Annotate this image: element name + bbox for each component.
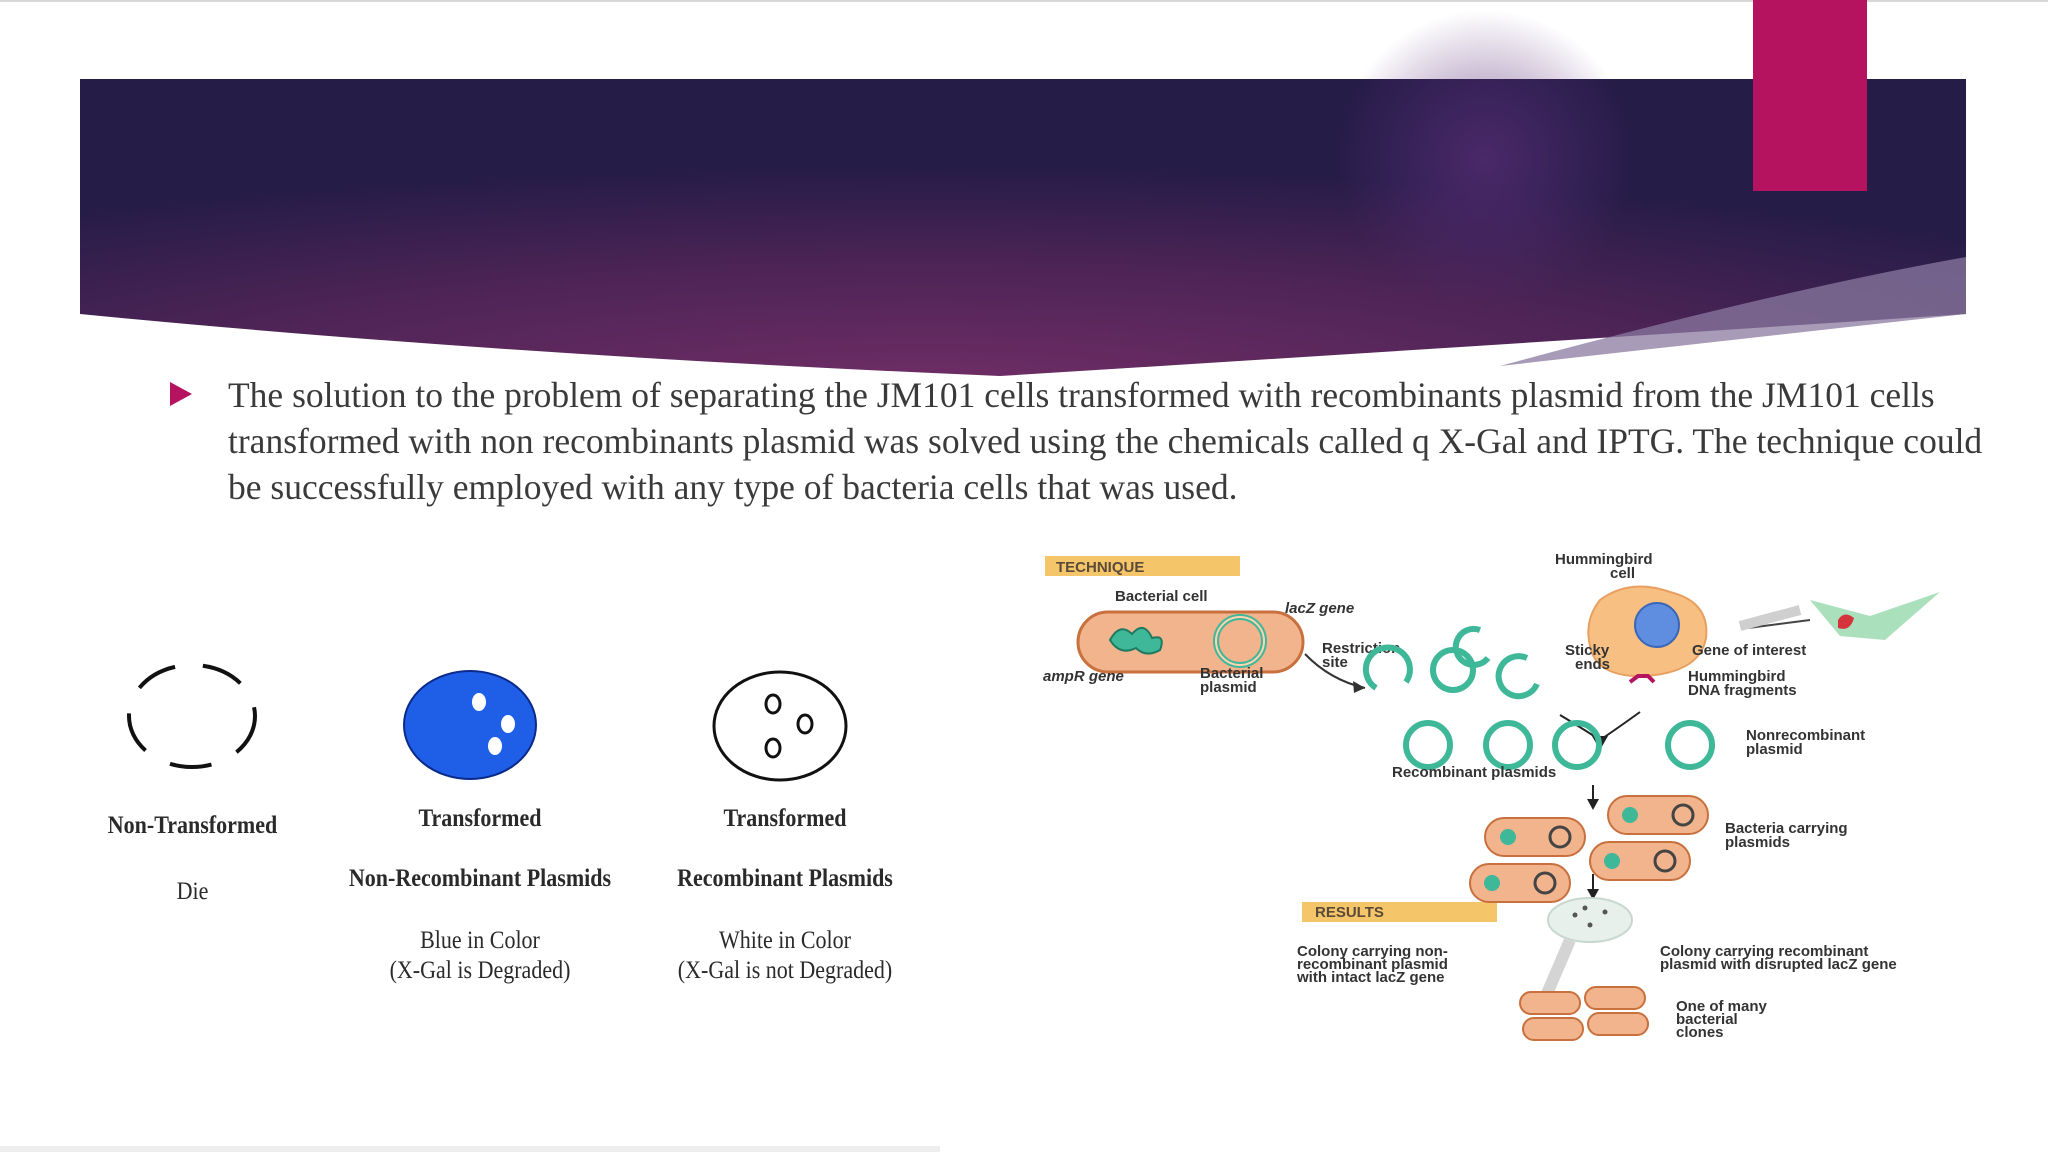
accent-tab	[1753, 0, 1867, 191]
legend-title: Transformed	[418, 805, 542, 832]
hb-dna-label-2: DNA fragments	[1688, 682, 1797, 699]
clones-label-2: bacterial	[1676, 1011, 1738, 1028]
recombinant-plasmid-icon	[1483, 720, 1533, 770]
recombinant-plasmid-icon	[1552, 720, 1602, 770]
bullet-arrow-icon	[170, 382, 192, 406]
technique-tag-bg	[1045, 556, 1240, 576]
clones-label-1: One of many	[1676, 998, 1768, 1015]
cut-plasmid-icon	[1362, 644, 1413, 691]
colony-rec-label-1: Colony carrying recombinant	[1660, 943, 1868, 960]
bacterial-plasmid-label-1: Bacterial	[1200, 665, 1263, 682]
technique-tag: TECHNIQUE	[1056, 559, 1144, 576]
blue-colony-spot	[501, 715, 515, 733]
cut-plasmid-icon	[1495, 653, 1540, 700]
clone-icon	[1522, 1017, 1584, 1041]
nonrecombinant-label-2: plasmid	[1746, 741, 1803, 758]
legend-non-transformed: Non-Transformed Die	[80, 812, 305, 906]
legend-title: Transformed	[723, 805, 847, 832]
colony-non-label-1: Colony carrying non-	[1297, 943, 1448, 960]
white-colony-spot	[764, 737, 782, 759]
bacterial-dna-icon	[1108, 627, 1163, 655]
recombinant-plasmids-label: Recombinant plasmids	[1392, 764, 1556, 781]
legend-non-recombinant: Transformed Non-Recombinant Plasmids Blu…	[330, 805, 630, 985]
legend-color-line: White in Color	[719, 927, 851, 954]
blue-colony-spot	[472, 693, 486, 711]
hummingbird-icon	[1810, 592, 1940, 640]
legend-note-line: (X-Gal is Degraded)	[389, 957, 571, 984]
blue-colony-spot	[488, 737, 502, 755]
legend-result: Die	[176, 878, 209, 905]
lacz-gene-label: lacZ gene	[1285, 600, 1354, 617]
legend-note-line: (X-Gal is not Degraded)	[677, 957, 893, 984]
clone-icon	[1519, 991, 1581, 1015]
white-colony-icon	[712, 670, 848, 782]
petri-dish-icon	[1547, 897, 1633, 943]
colony-rec-label-2: plasmid with disrupted lacZ gene	[1660, 956, 1897, 973]
bacterial-cell-label: Bacterial cell	[1115, 588, 1208, 605]
legend-color-line: Blue in Color	[420, 927, 540, 954]
legend-recombinant: Transformed Recombinant Plasmids White i…	[630, 805, 940, 985]
blue-colony-icon	[403, 670, 537, 780]
top-border	[0, 0, 2048, 2]
title-banner	[80, 0, 1966, 376]
recombinant-plasmid-icon	[1403, 720, 1453, 770]
nonrecombinant-plasmid-icon	[1665, 720, 1715, 770]
clone-icon	[1587, 1012, 1649, 1036]
hb-dna-label-1: Hummingbird	[1688, 668, 1786, 685]
sticky-ends-label-2: ends	[1575, 656, 1610, 673]
white-colony-spot	[764, 693, 782, 715]
dashed-colony-icon	[127, 663, 257, 769]
nonrecombinant-label-1: Nonrecombinant	[1746, 727, 1865, 744]
legend-subtitle: Non-Recombinant Plasmids	[348, 865, 612, 892]
bullet-text: The solution to the problem of separatin…	[228, 375, 1983, 507]
clone-icon	[1584, 986, 1646, 1010]
cloning-technique-figure: TECHNIQUE RESULTS Bacterial cell lacZ ge…	[1043, 551, 1940, 1041]
sticky-ends-label-1: Sticky	[1565, 642, 1610, 659]
clones-label-3: clones	[1676, 1024, 1724, 1041]
hummingbird-nucleus-icon	[1634, 602, 1680, 648]
ampr-gene-label: ampR gene	[1043, 668, 1124, 685]
cut-plasmid-icon	[1430, 647, 1476, 693]
colony-non-label-2: recombinant plasmid	[1297, 956, 1448, 973]
hummingbird-cell-label-1: Hummingbird	[1555, 551, 1653, 568]
legend-title: Non-Transformed	[107, 812, 278, 839]
results-tag-bg	[1302, 902, 1497, 922]
arrow-icon	[1738, 605, 1802, 631]
hummingbird-cell-label-2: cell	[1610, 565, 1635, 582]
bacterial-plasmid-label-2: plasmid	[1200, 679, 1257, 696]
bacterial-cell-icon	[1076, 610, 1305, 674]
legend-subtitle: Recombinant Plasmids	[677, 865, 893, 892]
white-colony-spot	[796, 713, 814, 735]
results-tag: RESULTS	[1315, 904, 1384, 921]
restriction-site-label-1: Restriction	[1322, 640, 1400, 657]
gene-of-interest-label: Gene of interest	[1692, 642, 1806, 659]
plate-legend-diagram: Non-Transformed Die Transformed Non-Reco…	[90, 640, 950, 1020]
colony-non-label-3: with intact lacZ gene	[1296, 969, 1445, 986]
bacteria-carrying-label-2: plasmids	[1725, 834, 1790, 851]
bottom-border	[0, 1146, 940, 1152]
restriction-site-label-2: site	[1322, 654, 1348, 671]
bacteria-carrying-label-1: Bacteria carrying	[1725, 820, 1848, 837]
colony-shapes	[127, 663, 848, 782]
